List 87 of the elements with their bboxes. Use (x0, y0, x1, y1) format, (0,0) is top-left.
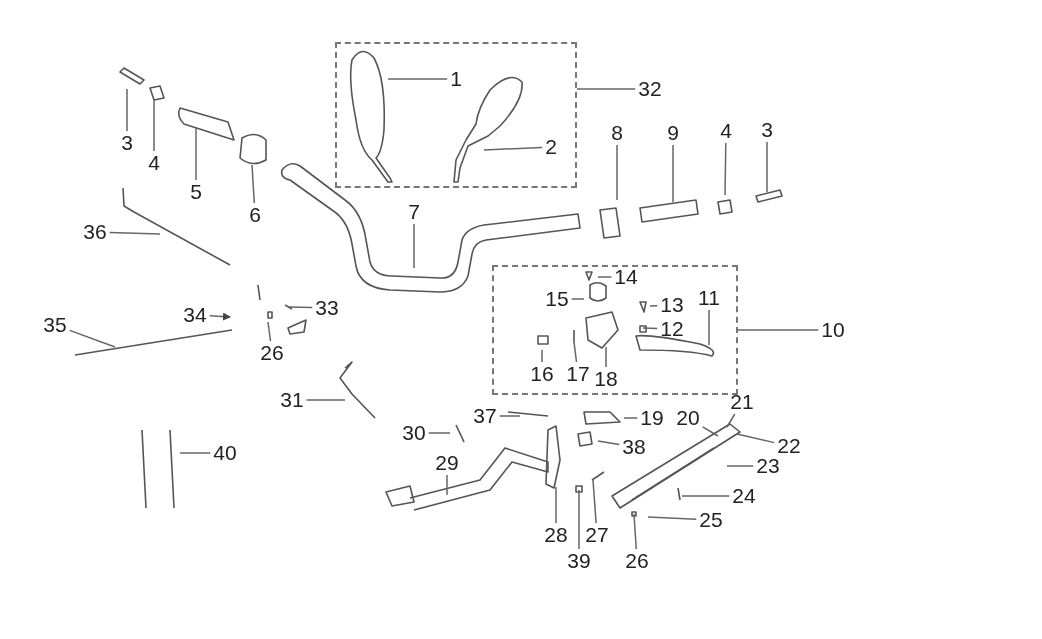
leader-line (616, 144, 618, 201)
leader-line (483, 146, 543, 151)
callout-number: 2 (545, 136, 557, 158)
callout-number: 19 (640, 407, 664, 429)
callout-number: 40 (213, 442, 237, 464)
callout-number: 23 (756, 455, 780, 477)
callout-number: 4 (148, 152, 160, 174)
leader-line (578, 489, 580, 550)
leader-line (126, 88, 128, 132)
callout-number: 4 (720, 120, 732, 142)
callout-number: 21 (730, 391, 754, 413)
callout-number: 15 (545, 288, 569, 310)
leader-line (708, 309, 710, 346)
leader-line (251, 164, 256, 204)
leader-line (179, 452, 212, 454)
leader-line (555, 486, 557, 524)
callout-number: 6 (249, 204, 261, 226)
leader-line (672, 144, 674, 203)
callout-number: 13 (660, 294, 684, 316)
callout-number: 31 (280, 389, 304, 411)
leader-line (288, 306, 314, 309)
leader-line (427, 432, 451, 434)
leader-line (108, 231, 161, 235)
callout-number: 26 (260, 342, 284, 364)
callout-number: 10 (821, 319, 845, 341)
leader-line (413, 223, 415, 269)
leader-line (726, 413, 736, 428)
dashed-frame (335, 42, 577, 188)
leader-line (605, 346, 607, 368)
callout-number: 16 (530, 363, 554, 385)
callout-number: 38 (622, 436, 646, 458)
callout-number: 8 (611, 122, 623, 144)
leader-line (305, 399, 346, 401)
callout-number: 17 (566, 363, 590, 385)
callout-number: 9 (667, 122, 679, 144)
leader-line (726, 465, 755, 467)
leader-line (541, 349, 543, 363)
leader-line (576, 88, 637, 90)
callout-number: 12 (660, 318, 684, 340)
callout-number: 3 (121, 132, 133, 154)
callout-number: 18 (594, 368, 618, 390)
leader-line (647, 516, 698, 521)
leader-line (570, 298, 585, 300)
leader-line (68, 329, 116, 348)
leader-line (387, 78, 448, 80)
leader-line (701, 426, 719, 437)
callout-number: 5 (190, 181, 202, 203)
leader-line (642, 327, 659, 330)
callout-number: 20 (676, 407, 700, 429)
leader-line (597, 276, 613, 278)
leader-line (649, 304, 659, 307)
callout-number: 30 (402, 422, 426, 444)
callout-number: 39 (567, 550, 591, 572)
callout-number: 32 (638, 78, 662, 100)
leader-line (446, 474, 448, 496)
callout-number: 25 (699, 509, 723, 531)
callout-number: 3 (761, 119, 773, 141)
leader-line (573, 341, 578, 363)
leader-line (766, 141, 768, 193)
callout-number: 26 (625, 550, 649, 572)
leader-line (736, 433, 776, 444)
leader-line (724, 142, 727, 196)
callout-number: 1 (450, 68, 462, 90)
leader-line (633, 513, 637, 550)
leader-line (208, 312, 231, 321)
dashed-frame (492, 265, 738, 395)
callout-number: 22 (777, 435, 801, 457)
callout-number: 36 (83, 221, 107, 243)
leader-line (498, 415, 521, 417)
callout-number: 37 (473, 405, 497, 427)
callout-number: 33 (315, 297, 339, 319)
leader-line (592, 479, 597, 524)
leader-line (737, 329, 820, 331)
callout-number: 11 (698, 287, 720, 309)
leader-line (623, 417, 639, 419)
callout-number: 24 (732, 485, 756, 507)
leader-line (153, 99, 155, 152)
callout-number: 29 (435, 452, 459, 474)
callout-number: 7 (408, 201, 420, 223)
callout-number: 35 (43, 314, 67, 336)
leader-line (681, 495, 731, 497)
callout-number: 28 (544, 524, 568, 546)
callout-number: 14 (614, 266, 638, 288)
leader-line (597, 440, 621, 446)
leader-line (195, 126, 197, 181)
callout-number: 34 (183, 304, 207, 326)
callout-number: 27 (585, 524, 609, 546)
